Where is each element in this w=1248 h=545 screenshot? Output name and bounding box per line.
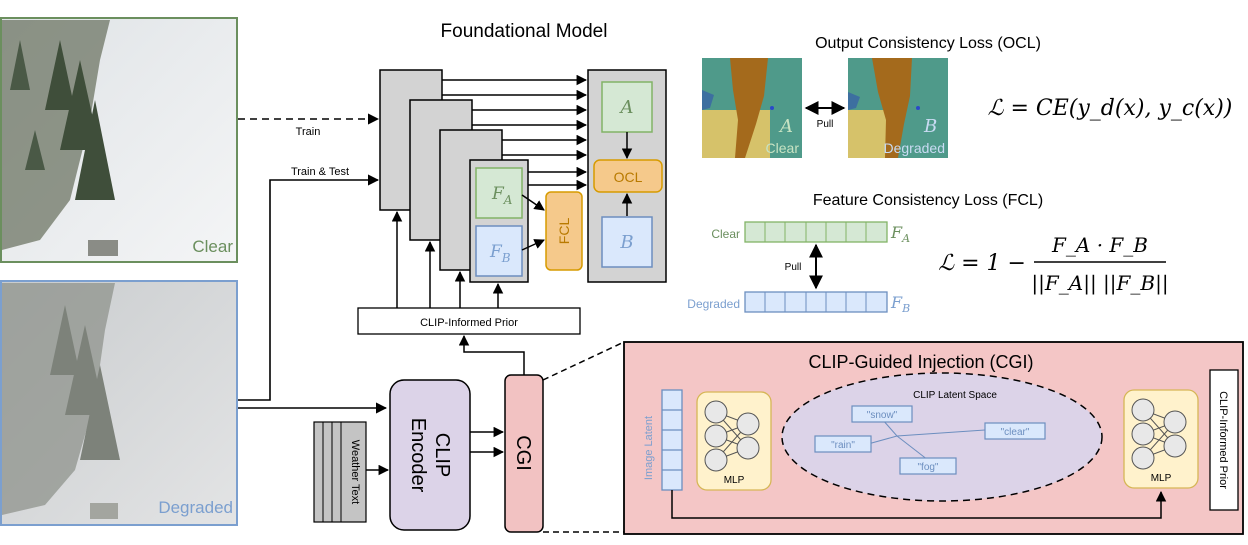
mlp-left-label: MLP	[724, 475, 745, 486]
feature-b-label: FB	[489, 242, 511, 265]
latent-token-rain: "rain"	[814, 435, 872, 453]
fcl-clear-label: Clear	[711, 227, 740, 241]
clip-informed-prior-box	[357, 307, 581, 335]
ocl-panel-title: Output Consistency Loss (OCL)	[815, 35, 1041, 52]
prior-up-arrows	[391, 210, 504, 308]
clip-encoder-label: CLIP Encoder	[407, 418, 453, 493]
svg-text:ℒ = 1 −: ℒ = 1 −	[938, 251, 1026, 276]
fcl-clear-vector	[744, 221, 888, 243]
ocl-pull-label: Pull	[817, 119, 834, 130]
ocl-clear-label: Clear	[766, 140, 800, 156]
feature-b-block	[475, 225, 523, 277]
weather-text-label: Weather Text	[349, 440, 361, 504]
ocl-degraded-label: Degraded	[884, 140, 946, 156]
mlp-right-label: MLP	[1151, 473, 1172, 484]
skip-arrows	[442, 74, 588, 191]
fcl-label: FCL	[556, 218, 572, 245]
svg-text:"rain": "rain"	[831, 440, 855, 451]
feature-a-block	[475, 167, 523, 219]
ocl-block	[593, 159, 663, 193]
ocl-degraded-segmap: B Degraded	[848, 58, 948, 158]
svg-text:"fog": "fog"	[917, 462, 938, 473]
feature-a-label: FA	[491, 184, 513, 207]
latent-to-mlp-arrow	[671, 490, 1167, 519]
fcl-degraded-label: Degraded	[687, 297, 740, 311]
fcl-panel-title: Feature Consistency Loss (FCL)	[813, 192, 1043, 209]
ocl-clear-segmap: A Clear	[702, 58, 802, 158]
fcl-fa-label: FA	[890, 223, 910, 245]
svg-text:"clear": "clear"	[1001, 427, 1030, 438]
latent-token-fog: "fog"	[899, 457, 957, 475]
ocl-label: OCL	[614, 169, 643, 185]
degraded-photo-label: Degraded	[158, 498, 233, 517]
degraded-photo: Degraded	[0, 280, 238, 526]
fcl-formula: ℒ = 1 − F_A · F_B ||F_A|| ||F_B||	[938, 233, 1168, 296]
mlp-right-network	[1131, 398, 1187, 470]
ocl-degraded-letter: B	[923, 116, 937, 137]
cgi-prior-output-label: CLIP-Informed Prior	[1217, 391, 1229, 489]
train-test-label: Train & Test	[291, 166, 349, 178]
image-latent-label: Image Latent	[643, 416, 655, 480]
fa-to-fcl-arrow	[521, 194, 545, 211]
output-b-label: B	[619, 232, 633, 253]
cgi-panel-title: CLIP-Guided Injection (CGI)	[808, 352, 1033, 372]
svg-text:CLIP: CLIP	[431, 433, 453, 477]
image-latent-vector	[661, 389, 683, 491]
ocl-clear-letter: A	[778, 116, 793, 137]
clip-encoder-block	[389, 379, 471, 531]
fb-to-fcl-arrow	[521, 239, 545, 251]
fcl-degraded-vector	[744, 291, 888, 313]
fcl-pull-label: Pull	[785, 262, 802, 273]
cgi-prior-output-box	[1209, 369, 1239, 511]
cgi-to-prior-arrow	[458, 334, 525, 375]
fcl-block	[545, 191, 583, 271]
svg-text:||F_A|| ||F_B||: ||F_A|| ||F_B||	[1031, 271, 1168, 296]
output-a-block	[601, 81, 653, 133]
ocl-formula: ℒ = CE(y_d(x), y_c(x))	[988, 96, 1233, 121]
train-label: Train	[296, 126, 321, 138]
foundational-model-title: Foundational Model	[441, 21, 608, 42]
clear-photo: Clear	[0, 17, 238, 263]
output-a-label: A	[619, 97, 634, 118]
svg-text:Encoder: Encoder	[407, 418, 429, 493]
fcl-fb-label: FB	[890, 293, 910, 315]
cgi-label: CGI	[512, 435, 534, 471]
clip-latent-space	[781, 372, 1103, 502]
svg-text:F_A · F_B: F_A · F_B	[1051, 233, 1148, 257]
train-test-arrow	[238, 174, 380, 401]
latent-token-clear: "clear"	[984, 422, 1046, 440]
clip-informed-prior-label: CLIP-Informed Prior	[420, 317, 518, 329]
output-b-block	[601, 216, 653, 268]
weather-text-stack: Weather Text	[313, 421, 367, 523]
mlp-left-network	[704, 400, 760, 472]
clear-photo-label: Clear	[192, 237, 233, 256]
latent-token-snow: "snow"	[851, 405, 913, 423]
zoom-line-top	[542, 341, 625, 381]
svg-text:"snow": "snow"	[867, 410, 898, 421]
clip-latent-space-label: CLIP Latent Space	[913, 390, 997, 401]
